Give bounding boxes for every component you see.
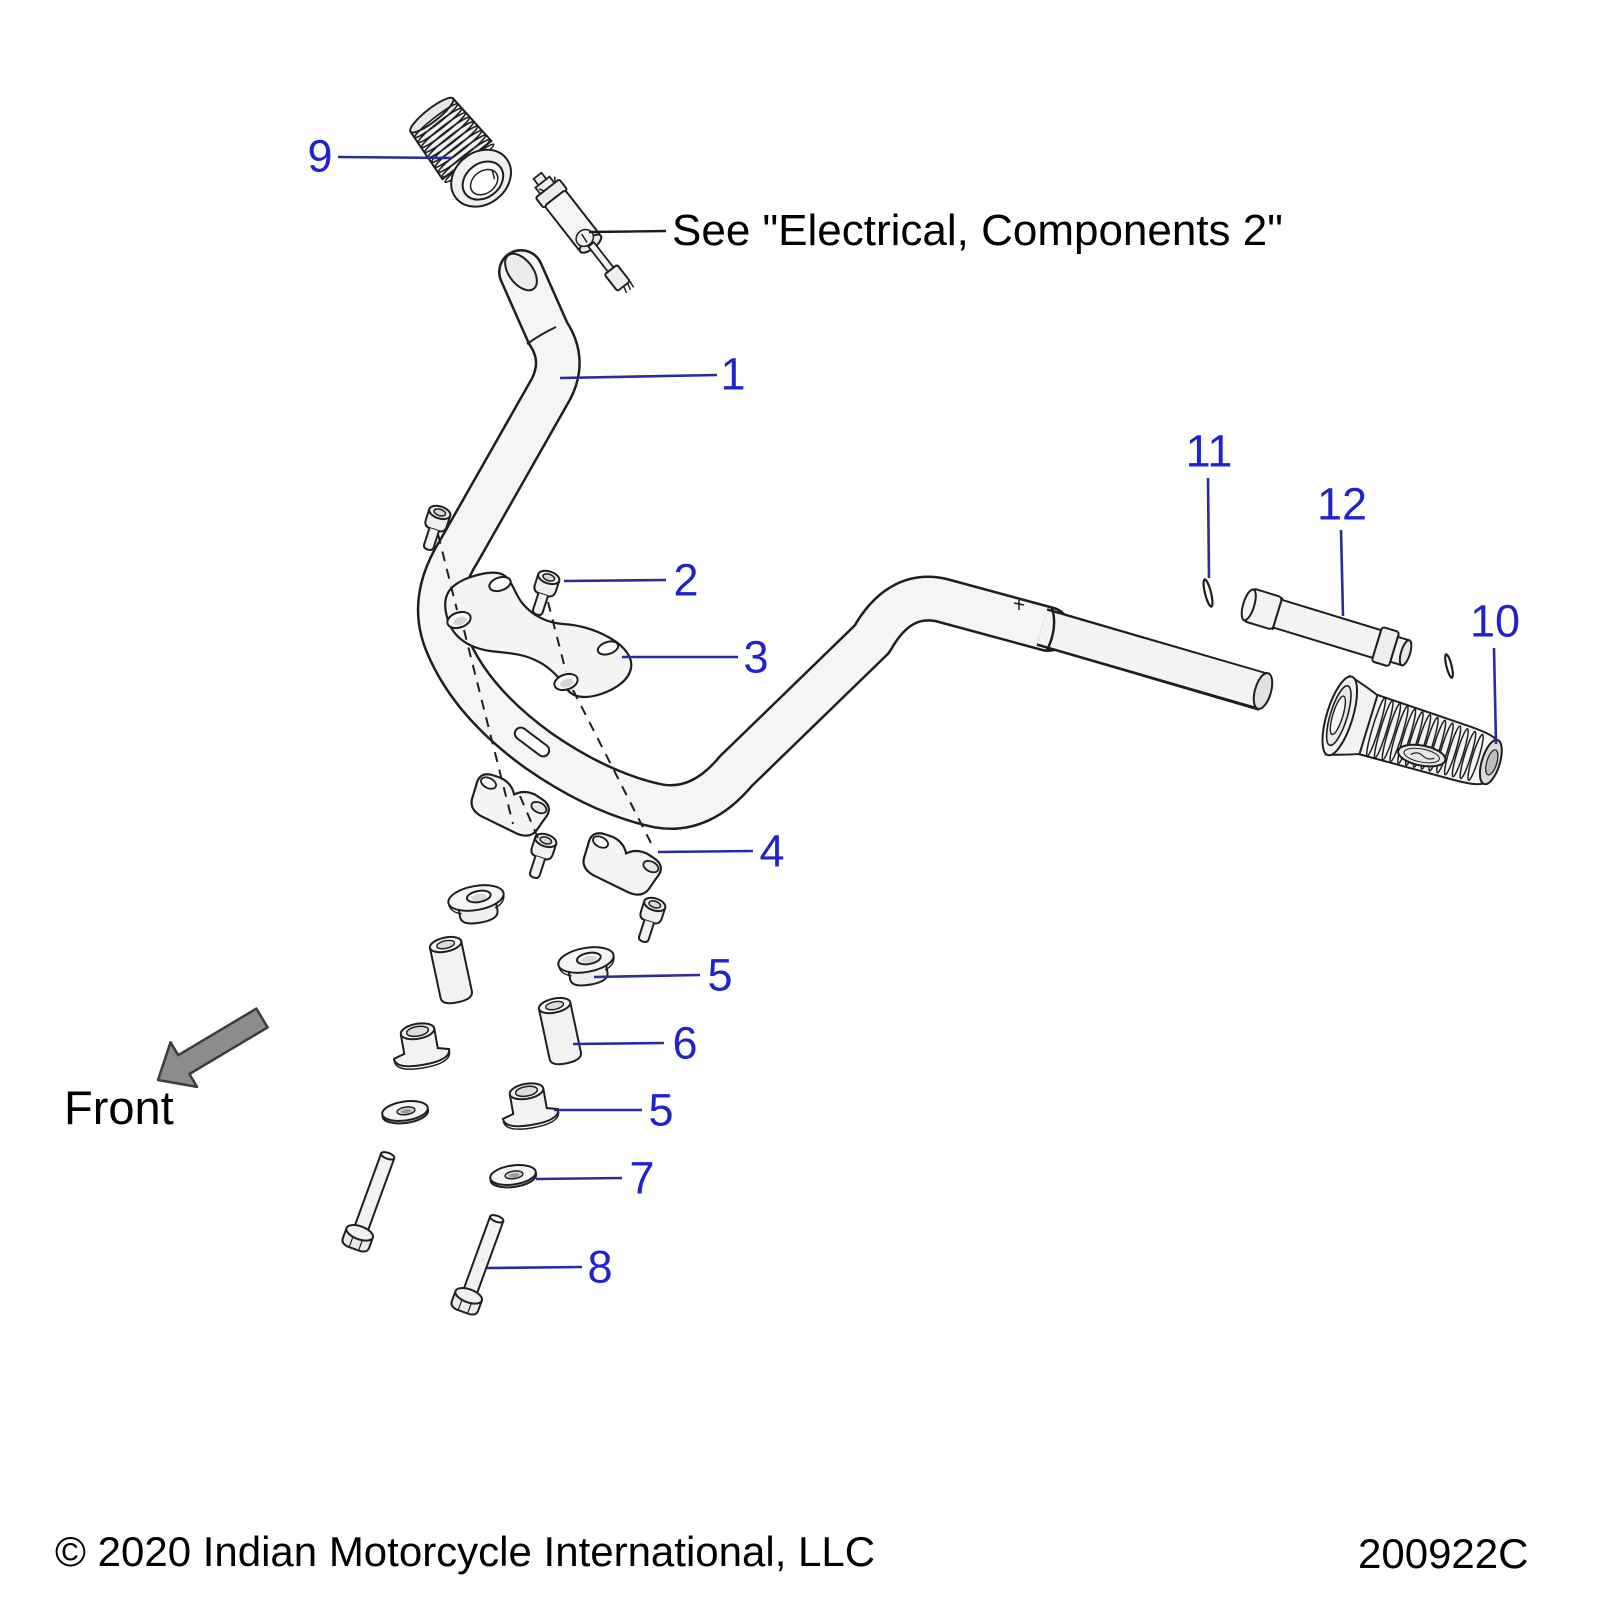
mount-bolt-part bbox=[341, 1151, 396, 1253]
mount-bolt-part bbox=[450, 1214, 505, 1316]
callout-label-6: 6 bbox=[672, 1017, 698, 1069]
lower-clamp-half-part bbox=[582, 832, 662, 896]
callout-label-10: 10 bbox=[1469, 595, 1521, 647]
washer-part bbox=[489, 1164, 538, 1189]
callout-label-11: 11 bbox=[1185, 425, 1233, 477]
handlebar-part bbox=[416, 249, 1274, 830]
washer-part bbox=[381, 1100, 430, 1125]
right-grip-part bbox=[1321, 674, 1503, 786]
spacer-part bbox=[428, 935, 473, 1005]
callout-label-5: 5 bbox=[648, 1084, 674, 1136]
dashed-assembly-lines bbox=[437, 533, 652, 844]
spacer-part bbox=[537, 996, 582, 1066]
upper-clamp-part bbox=[444, 571, 633, 699]
callout-label-4: 4 bbox=[759, 825, 785, 877]
callout-label-7: 7 bbox=[629, 1152, 655, 1204]
leader-lines bbox=[337, 155, 1498, 1270]
callout-label-2: 2 bbox=[673, 554, 699, 606]
callout-label-9: 9 bbox=[307, 130, 333, 182]
bushing-part bbox=[447, 884, 505, 925]
front-arrow-icon bbox=[156, 1007, 269, 1089]
reference-note: See "Electrical, Components 2" bbox=[672, 206, 1283, 255]
callout-label-3: 3 bbox=[743, 631, 769, 683]
callout-label-12: 12 bbox=[1316, 478, 1368, 530]
left-grip-part bbox=[409, 96, 512, 208]
retaining-pin-part bbox=[1202, 578, 1214, 608]
clamp-screw-part bbox=[531, 569, 561, 616]
copyright-text: © 2020 Indian Motorcycle International, … bbox=[55, 1528, 876, 1575]
bushing-part bbox=[557, 946, 615, 987]
clamp-screw-part bbox=[637, 896, 667, 943]
retaining-pin-part bbox=[1444, 653, 1454, 679]
bushing-part bbox=[392, 1022, 451, 1070]
document-number: 200922C bbox=[1358, 1530, 1529, 1577]
bushing-part bbox=[501, 1082, 560, 1130]
throttle-sensor-part bbox=[532, 171, 635, 294]
throttle-tube-part bbox=[1240, 588, 1413, 667]
callout-label-5: 5 bbox=[707, 949, 733, 1001]
callout-label-8: 8 bbox=[587, 1241, 613, 1293]
clamp-screw-part bbox=[528, 832, 558, 879]
clamp-screw-part bbox=[422, 504, 452, 551]
grip-logo-badge bbox=[1397, 743, 1447, 768]
front-label: Front bbox=[64, 1081, 174, 1134]
callout-label-1: 1 bbox=[720, 348, 746, 400]
